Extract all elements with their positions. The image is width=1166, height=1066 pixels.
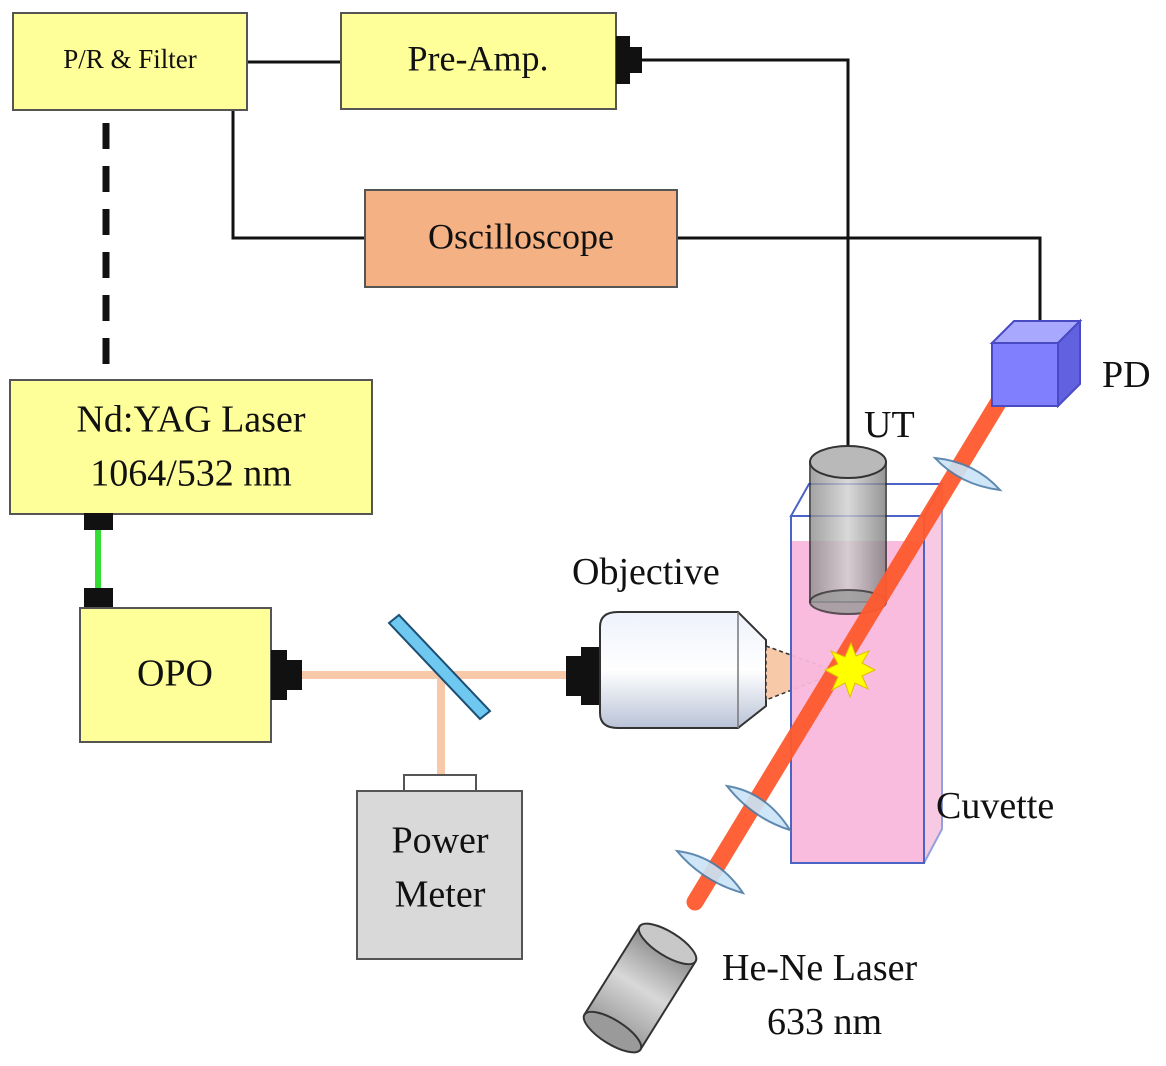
- hene-laser: He-Ne Laser 633 nm: [582, 922, 918, 1054]
- beam-splitter-mirror: [387, 613, 492, 721]
- ndyag-label-line1: Nd:YAG Laser: [76, 399, 305, 441]
- pr-filter-label: P/R & Filter: [63, 44, 197, 74]
- power-meter-label-line2: Meter: [395, 874, 486, 916]
- preamp-box: Pre-Amp.: [340, 12, 642, 110]
- wire-prfilter-oscilloscope: [231, 110, 365, 240]
- ndyag-laser-box: Nd:YAG Laser 1064/532 nm: [9, 379, 373, 530]
- hene-label-line1: He-Ne Laser: [722, 947, 918, 989]
- hene-beam: [686, 361, 1027, 911]
- preamp-connector: [616, 36, 630, 84]
- objective-label: Objective: [572, 551, 720, 593]
- hene-lens-middle: [724, 784, 793, 832]
- hene-lens-upper: [932, 456, 1003, 492]
- photodiode: PD: [989, 318, 1151, 409]
- signal-wires: [231, 58, 1042, 478]
- ndyag-label-line2: 1064/532 nm: [90, 453, 292, 495]
- oscilloscope-box: Oscilloscope: [364, 189, 678, 288]
- cuvette-label: Cuvette: [936, 785, 1054, 827]
- ultrasound-transducer: UT: [809, 404, 915, 615]
- power-meter-label-line1: Power: [391, 820, 488, 862]
- wire-oscilloscope-pd: [677, 236, 1042, 335]
- pr-filter-box: P/R & Filter: [12, 12, 248, 111]
- ndyag-output-port: [84, 513, 113, 530]
- opo-input-port: [84, 588, 113, 610]
- opo-box: OPO: [79, 588, 302, 743]
- preamp-label: Pre-Amp.: [408, 38, 549, 78]
- pd-label: PD: [1102, 354, 1151, 396]
- oscilloscope-label: Oscilloscope: [428, 216, 614, 256]
- hene-lens-lower: [674, 849, 746, 895]
- opo-output-port: [271, 650, 287, 700]
- power-meter-box: Power Meter: [356, 774, 523, 960]
- ut-label: UT: [864, 404, 915, 446]
- objective-lens: Objective: [566, 551, 841, 729]
- opo-label: OPO: [137, 653, 213, 695]
- wire-preamp-ut: [640, 58, 850, 478]
- focal-spot-burst: [823, 641, 877, 699]
- pump-beam: [302, 671, 566, 790]
- hene-label-line2: 633 nm: [767, 1001, 882, 1043]
